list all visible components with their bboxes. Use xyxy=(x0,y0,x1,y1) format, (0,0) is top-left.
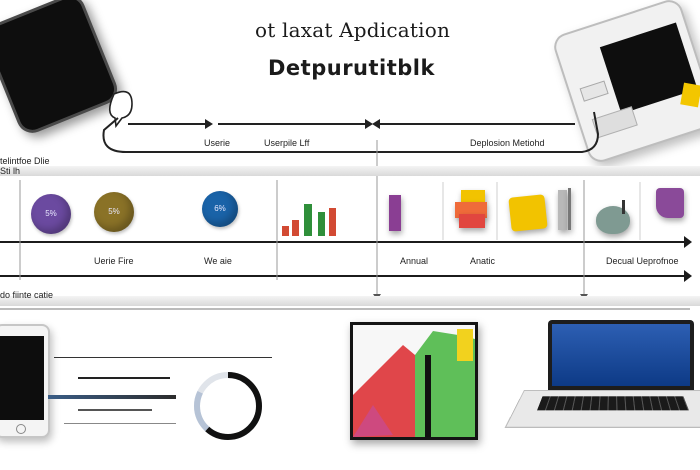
arrow-right-icon xyxy=(372,119,380,129)
stat-circle-label: 5% xyxy=(45,209,57,218)
laptop-base xyxy=(504,390,700,429)
stat-circle-3: 6% xyxy=(202,191,238,227)
timeline-band-top xyxy=(0,166,700,176)
mini-bar xyxy=(304,204,312,236)
chart-dark-bar xyxy=(425,355,431,437)
chat-bubble-icon xyxy=(108,90,133,129)
grey-bar-thin xyxy=(568,188,571,230)
sticky-note-icon xyxy=(508,194,548,232)
flow-loop xyxy=(102,111,600,153)
folder-part xyxy=(459,214,485,228)
progress-line xyxy=(78,409,152,411)
timeline-left-label: telintfoe Dlie xyxy=(0,156,50,166)
purple-bar xyxy=(389,195,401,231)
arrow-right-icon xyxy=(684,270,692,282)
stat-circle-1: 5% xyxy=(31,194,71,234)
chart-yellow-block xyxy=(457,329,473,361)
smartphone-home-button xyxy=(16,424,26,434)
grey-bar xyxy=(558,190,567,230)
mini-bar-chart xyxy=(280,200,340,238)
divider-line xyxy=(54,357,272,358)
teapot-icon xyxy=(592,200,636,236)
laptop-image xyxy=(504,320,700,432)
progress-line xyxy=(78,377,170,379)
mini-bar xyxy=(292,220,299,236)
timeline-left-sublabel: Sti lh xyxy=(0,166,21,176)
timeline-label: Uerie Fire xyxy=(94,256,134,266)
stat-circle-label: 6% xyxy=(214,204,226,213)
stat-circle-2: 5% xyxy=(94,192,134,232)
timeline-label: We aie xyxy=(204,256,232,266)
smartphone-screen xyxy=(0,336,44,420)
page-title: ot laxat Apdication xyxy=(255,18,451,42)
stacked-folders-icon xyxy=(455,190,489,230)
donut-chart xyxy=(194,372,262,440)
progress-line xyxy=(48,395,176,399)
flow-label-deploy: Deplosion Metiohd xyxy=(470,138,545,148)
progress-line xyxy=(64,423,176,424)
teapot-spout xyxy=(622,200,625,214)
laptop-lid xyxy=(548,320,694,390)
chart-small-marks xyxy=(355,413,363,419)
monitor-frame xyxy=(350,322,478,440)
timeline-band-bottom xyxy=(0,296,700,306)
stat-circle-label: 5% xyxy=(108,207,120,216)
laptop-keyboard xyxy=(537,396,689,411)
donut-segment-dark xyxy=(194,372,262,440)
laptop-screen xyxy=(552,324,690,386)
purple-tag-icon xyxy=(656,188,684,218)
folder-part xyxy=(461,190,485,204)
donut-segment-blue xyxy=(194,372,262,440)
smartphone-image xyxy=(0,324,50,438)
timeline-label: Decual Ueprofnoe xyxy=(606,256,679,266)
flow-label-userspile: Userpile Lff xyxy=(264,138,310,148)
arrow-right-icon xyxy=(365,119,373,129)
flow-label-user: Userie xyxy=(204,138,231,148)
timeline-bottom-label: do fiinte catie xyxy=(0,290,54,300)
monitor-area-chart xyxy=(353,325,475,437)
mini-bar xyxy=(318,212,325,236)
mini-bar xyxy=(329,208,336,236)
area-magenta xyxy=(353,405,393,437)
timeline-label: Anatic xyxy=(470,256,496,266)
timeline-label: Annual xyxy=(400,256,429,266)
arrow-right-icon xyxy=(205,119,213,129)
arrow-right-icon xyxy=(684,236,692,248)
page-subtitle: Detpurutitblk xyxy=(268,56,435,80)
mini-bar xyxy=(282,226,289,236)
